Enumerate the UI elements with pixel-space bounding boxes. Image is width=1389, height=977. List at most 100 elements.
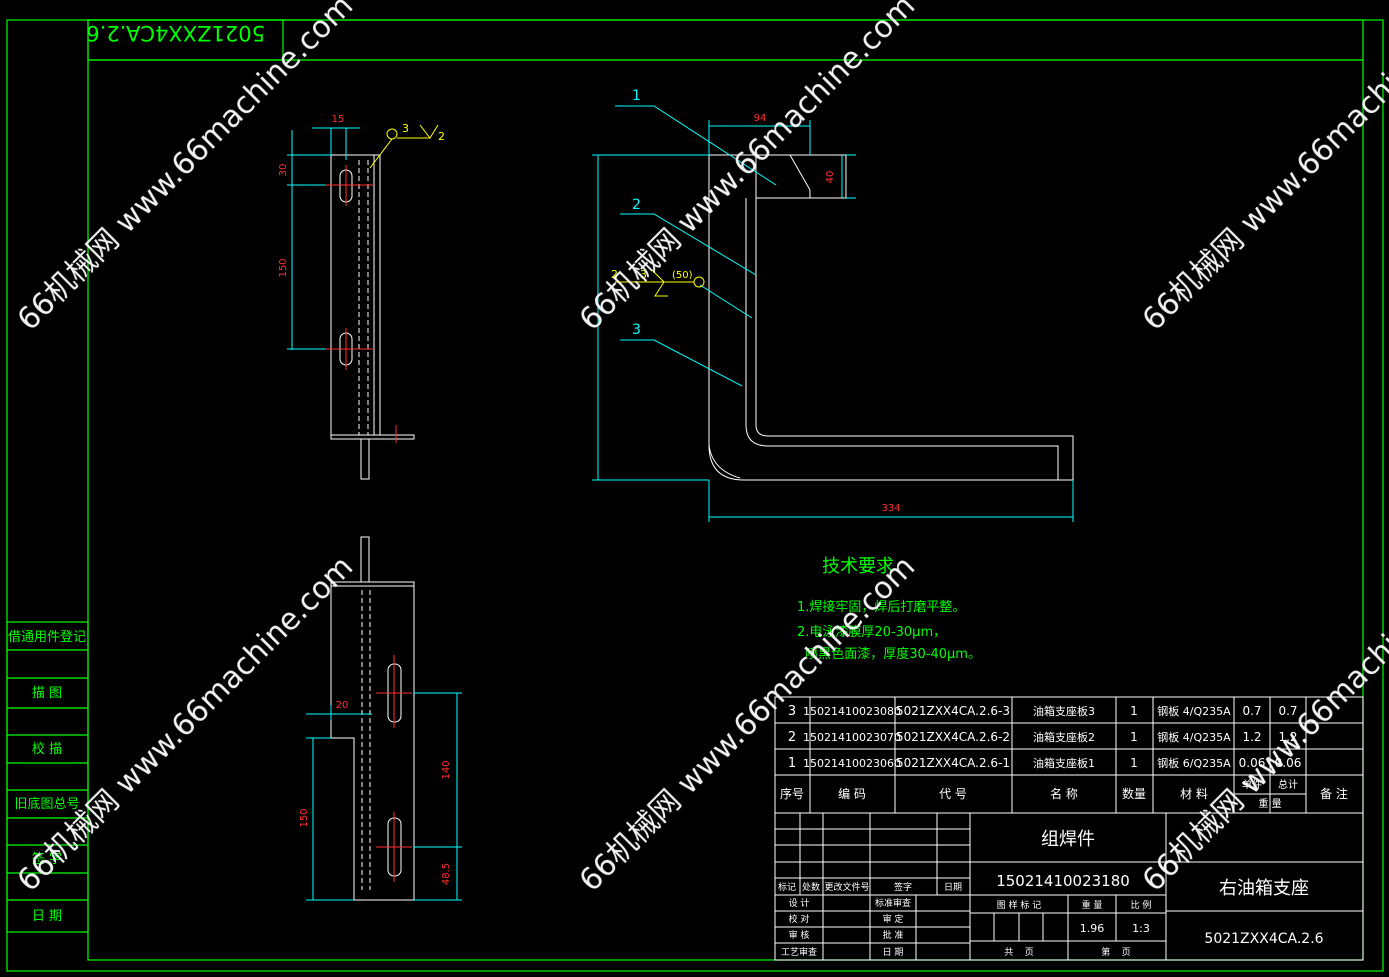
dim-150-side: 150 [278, 258, 289, 277]
tb-sign: 签字 [894, 881, 912, 893]
tech-line-2: 2.电泳漆膜厚20-30μm， [797, 624, 946, 640]
tb-process: 工艺审查 [781, 946, 817, 958]
dim-15: 15 [332, 114, 345, 125]
leader-1: 1 [632, 88, 641, 104]
bom-r3-unit: 0.06 [1239, 756, 1266, 770]
tb-drawing-no: 5021ZXX4CA.2.6 [1204, 931, 1323, 947]
bottom-view: 140 48.5 150 20 [299, 536, 462, 901]
bom-r2-mat: 钢板 4/Q235A [1157, 730, 1231, 744]
tech-line-1: 1.焊接牢固，焊后打磨平整。 [797, 599, 965, 615]
bom-r1-unit: 0.7 [1242, 704, 1261, 718]
bom-r1-mat: 钢板 4/Q235A [1157, 704, 1231, 718]
tb-audit: 审 定 [883, 913, 904, 925]
bom-r1-no: 3 [788, 704, 796, 719]
tb-date: 日期 [944, 882, 962, 893]
bom-r3-qty: 1 [1130, 756, 1138, 770]
bom-h-remark: 备 注 [1320, 786, 1348, 801]
weld-front-2: 2 [611, 268, 618, 281]
dim-94: 94 [754, 113, 767, 124]
bom-h-drawing: 代 号 [939, 787, 967, 801]
strip-label-3: 校 描 [32, 741, 62, 757]
weld-front-3: 3 [640, 268, 647, 281]
strip-label-1: 借通用件登记 [8, 630, 86, 645]
tb-scale: 1:3 [1132, 922, 1150, 935]
bom-h-code: 编 码 [838, 786, 866, 801]
bom-h-qty: 数量 [1122, 786, 1146, 801]
tb-total-pages: 共 页 [1004, 947, 1033, 958]
bom-h-mat: 材 料 [1180, 787, 1208, 801]
tb-date2: 日 期 [883, 947, 904, 958]
watermark-3: 66机械网 www.66machine.com [1136, 0, 1389, 338]
tb-change-doc: 更改文件号 [824, 881, 869, 893]
tb-page: 第 页 [1101, 946, 1130, 958]
inner-frame [87, 19, 1364, 961]
title-block: 标记 处数 更改文件号 签字 日期 设 计 校 对 审 核 工艺审查 标准审查 … [774, 812, 1364, 961]
bom-r2-name: 油箱支座板2 [1033, 730, 1095, 744]
tb-review: 审 核 [789, 929, 810, 941]
bom-r2-drawing: 5021ZXX4CA.2.6-2 [896, 730, 1010, 744]
dim-150-bottom: 150 [299, 808, 310, 827]
bom-r1-drawing: 5021ZXX4CA.2.6-3 [896, 704, 1010, 718]
weld-2: 2 [438, 130, 445, 143]
dim-30: 30 [278, 164, 289, 177]
tb-count: 处数 [802, 881, 820, 893]
bom-r2-code: 15021410023070 [803, 731, 901, 744]
bom-h-unit: 单件 [1242, 779, 1262, 791]
dim-40: 40 [825, 171, 836, 184]
left-strip: 借通用件登记 描 图 校 描 旧底图总号 签 字 日 期 [6, 621, 89, 933]
strip-label-5: 签 字 [32, 851, 62, 867]
strip-label-6: 日 期 [32, 909, 62, 924]
weld-3: 3 [402, 122, 409, 135]
bom-r2-unit: 1.2 [1242, 730, 1261, 744]
bom-h-weight: 重 量 [1258, 797, 1281, 810]
bom-r3-mat: 钢板 6/Q235A [1157, 756, 1231, 770]
tb-mark: 标记 [778, 881, 796, 893]
bom-r1-qty: 1 [1130, 704, 1138, 718]
bom-r3-total: 0.06 [1275, 756, 1302, 770]
watermark-1: 66机械网 www.66machine.com [11, 0, 360, 338]
bom-r3-name: 油箱支座板1 [1033, 756, 1095, 770]
tb-code: 15021410023180 [996, 872, 1130, 890]
tb-stage: 图 样 标 记 [997, 899, 1042, 911]
tb-design: 设 计 [789, 897, 810, 909]
bom-r3-drawing: 5021ZXX4CA.2.6-1 [896, 756, 1010, 770]
watermark-4: 66机械网 www.66machine.com [11, 549, 360, 898]
bom-h-total: 总计 [1278, 778, 1298, 791]
drawing-number-rotated: 5021ZXX4CA.2.6 [86, 21, 265, 45]
tb-approve: 批 准 [883, 929, 904, 941]
tech-title: 技术要求 [822, 556, 894, 577]
dim-50: (50) [672, 270, 693, 281]
bom-r1-name: 油箱支座板3 [1033, 704, 1095, 718]
tech-requirements: 技术要求 1.焊接牢固，焊后打磨平整。 2.电泳漆膜厚20-30μm， 喷黑色面… [797, 556, 981, 662]
bom-r3-code: 15021410023060 [803, 757, 901, 770]
strip-label-4: 旧底图总号 [14, 796, 79, 812]
watermark-6: 66机械网 www.66machine.com [1136, 549, 1389, 898]
bom-r2-total: 1.2 [1278, 730, 1297, 744]
watermark-2: 66机械网 www.66machine.com [573, 0, 922, 338]
tb-type: 组焊件 [1041, 829, 1095, 850]
bom-r2-no: 2 [788, 730, 796, 745]
tb-weight-label: 重 量 [1082, 899, 1103, 911]
tech-line-3: 喷黑色面漆，厚度30-40μm。 [797, 646, 981, 662]
dim-485: 48.5 [441, 863, 452, 885]
leader-2: 2 [632, 197, 641, 213]
bom-r3-no: 1 [788, 756, 796, 771]
front-view: 94 40 334 1 2 3 2 3 (50) [592, 88, 1074, 522]
strip-label-2: 描 图 [32, 686, 62, 701]
dim-334: 334 [881, 503, 900, 514]
bom-table: 3 15021410023080 5021ZXX4CA.2.6-3 油箱支座板3… [774, 696, 1364, 814]
outer-frame [6, 19, 1384, 972]
tb-scale-label: 比 例 [1131, 899, 1152, 911]
side-view: 15 30 150 3 2 [278, 114, 445, 480]
dim-140: 140 [441, 760, 452, 779]
bom-r1-total: 0.7 [1278, 704, 1297, 718]
bom-r2-qty: 1 [1130, 730, 1138, 744]
tb-name: 右油箱支座 [1219, 878, 1309, 899]
bom-h-name: 名 称 [1050, 786, 1078, 801]
dim-20: 20 [336, 700, 349, 711]
tb-weight: 1.96 [1080, 922, 1105, 935]
bom-r1-code: 15021410023080 [803, 705, 901, 718]
leader-3: 3 [632, 322, 641, 338]
tb-std: 标准审查 [875, 897, 911, 909]
